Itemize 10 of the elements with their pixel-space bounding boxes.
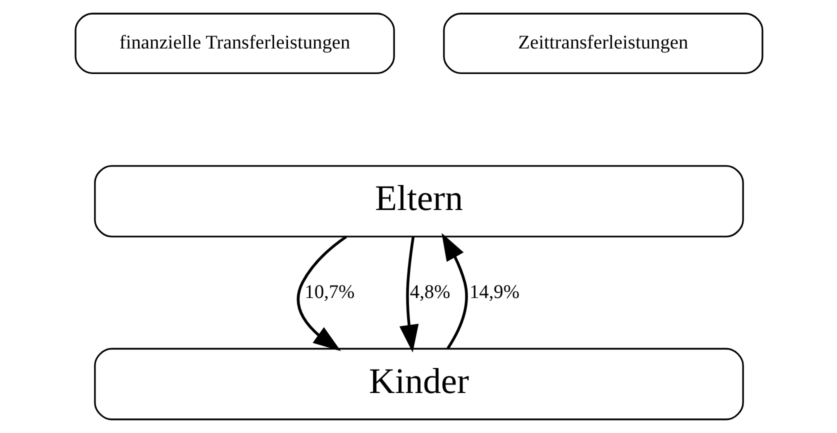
edge-label: 4,8% <box>409 282 450 303</box>
node-box: Zeittransferleistungen <box>442 12 763 74</box>
edge-label: 10,7% <box>304 282 354 303</box>
arrow <box>398 236 418 353</box>
node-box: Eltern <box>94 165 744 238</box>
edge-label: 14,9% <box>468 282 519 303</box>
node-box: Kinder <box>94 348 744 420</box>
node-box: finanzielle Transferleistungen <box>74 12 394 74</box>
arrow <box>296 236 347 352</box>
arrow <box>441 232 468 350</box>
